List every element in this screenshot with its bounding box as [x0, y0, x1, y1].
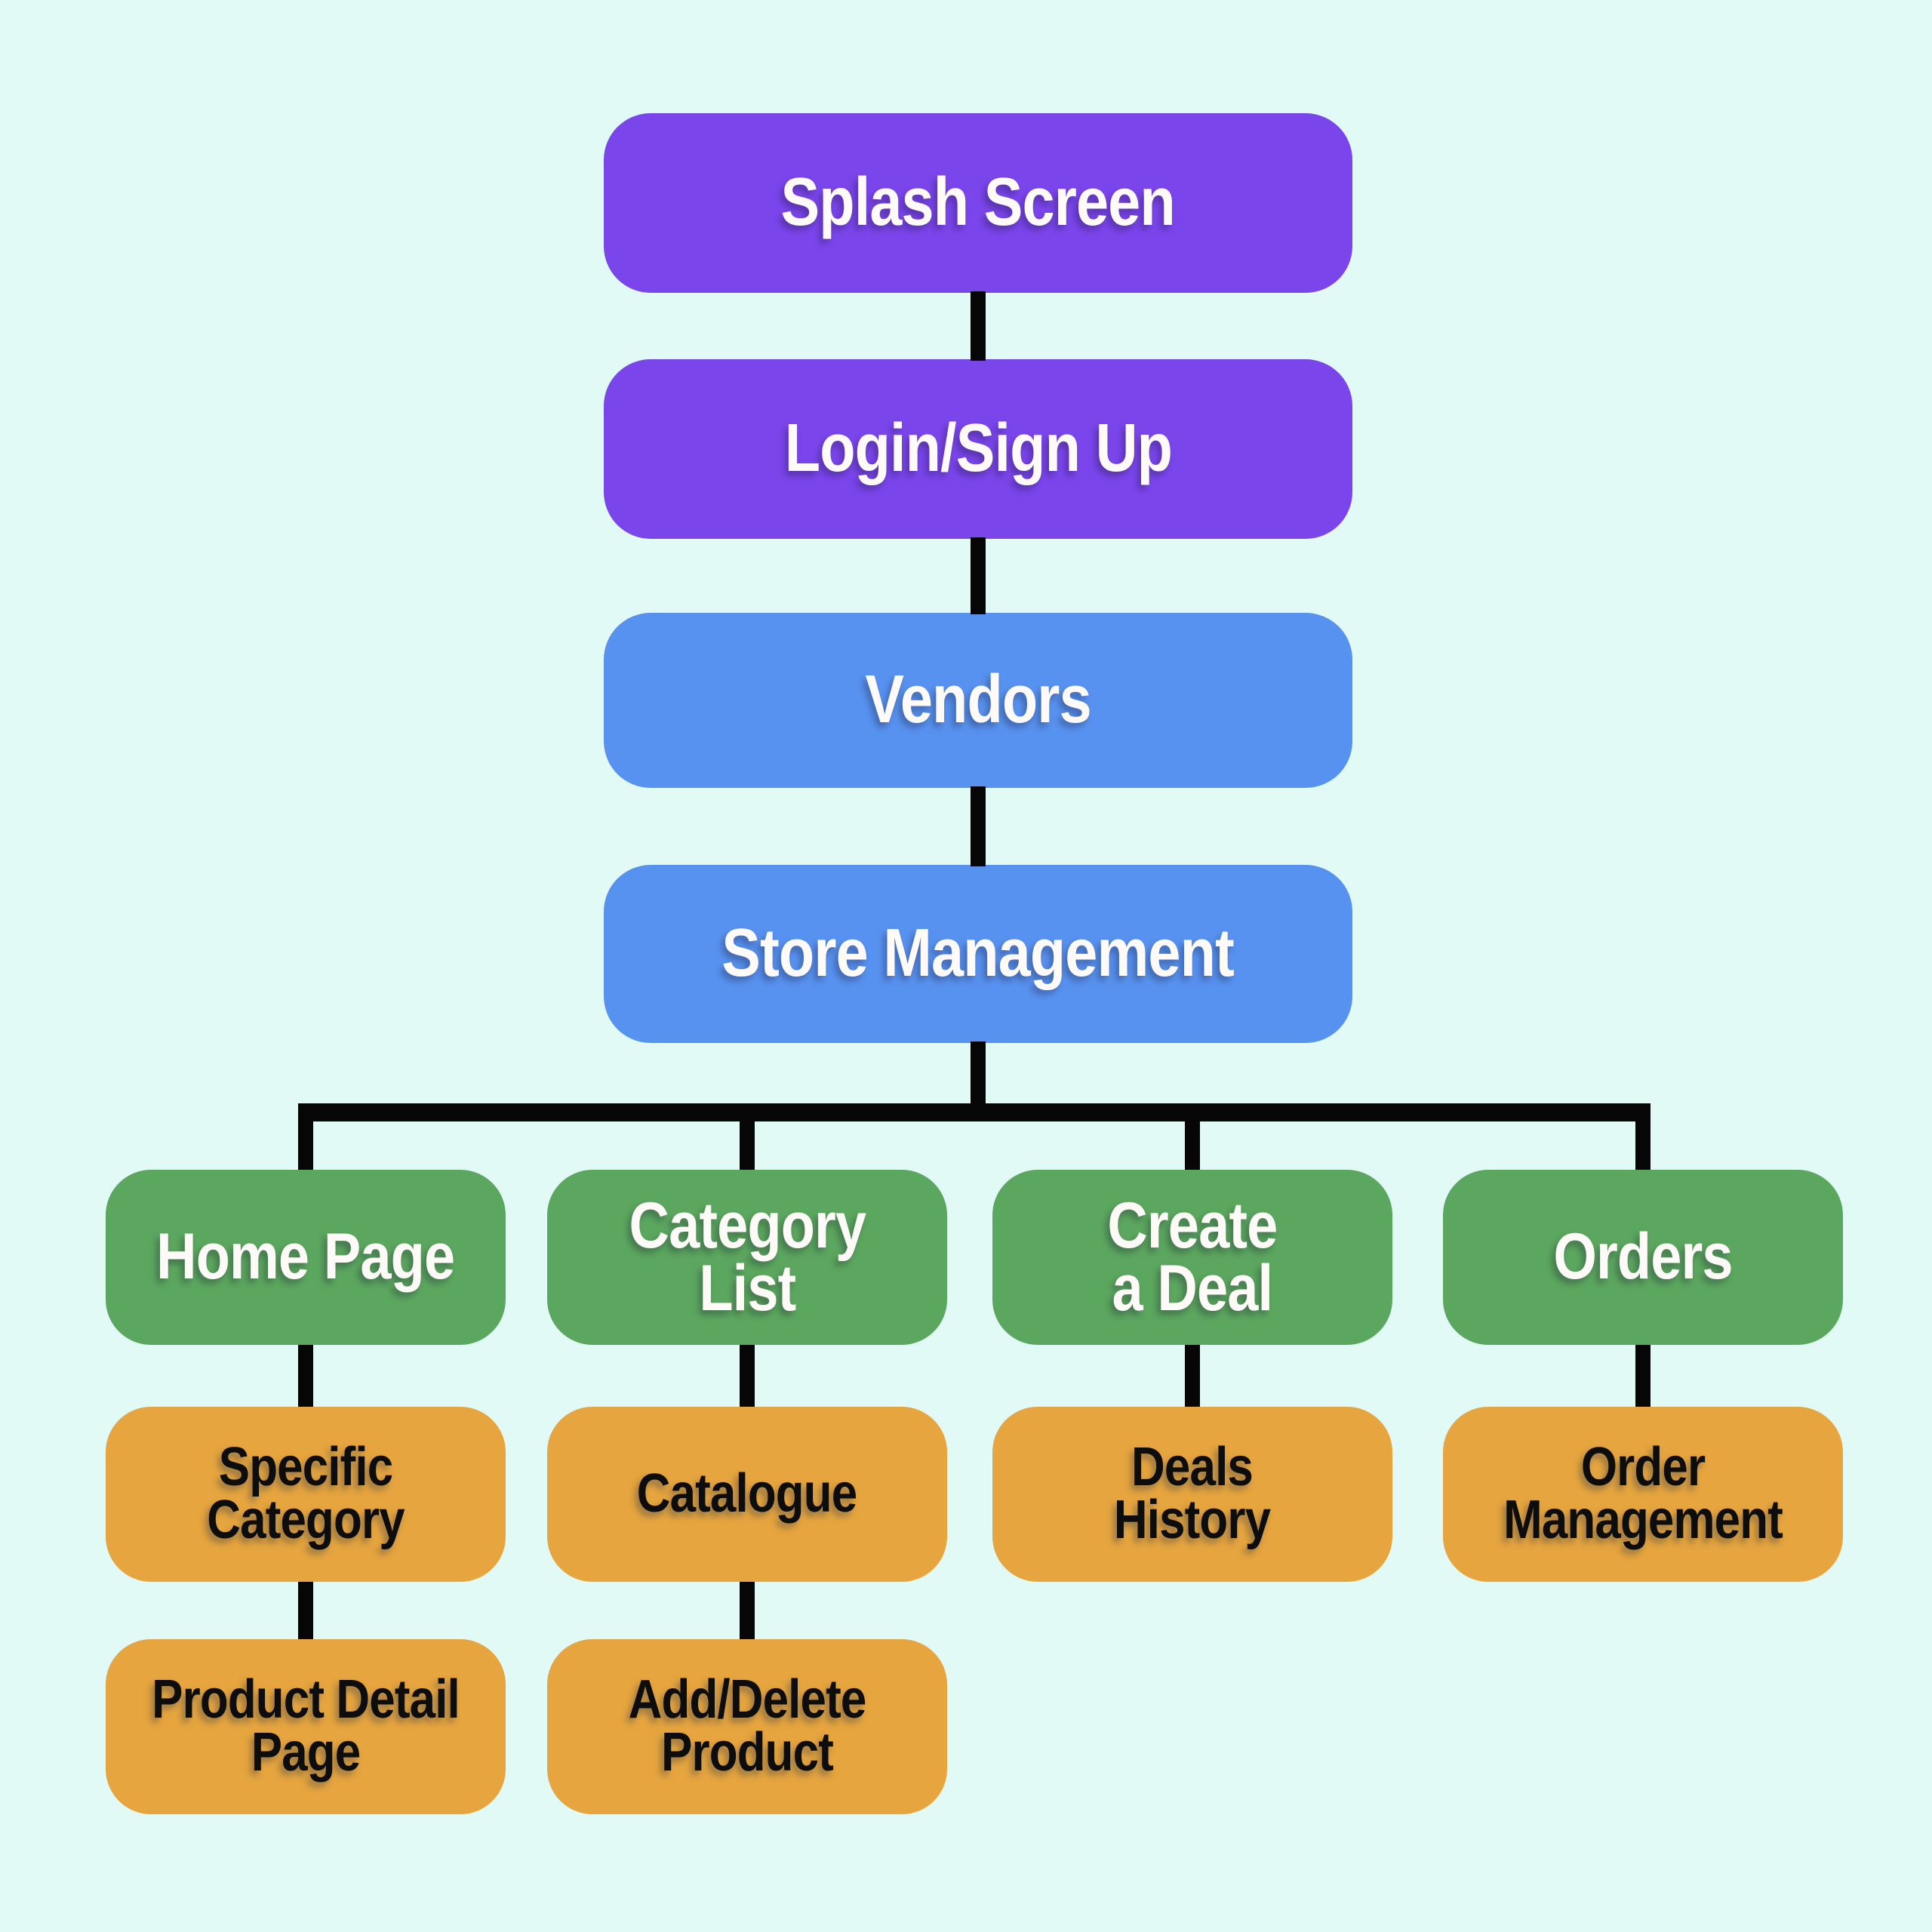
edge-bar-to-home — [298, 1120, 313, 1171]
edge-categorylist-to-catalogue — [740, 1345, 755, 1407]
node-label-line2: Category — [207, 1490, 405, 1550]
node-label: Splash Screen — [780, 165, 1176, 241]
node-label-line2: Product — [661, 1722, 834, 1783]
node-label-line1: Specific — [218, 1437, 393, 1498]
edge-catalogue-to-adddelete — [740, 1582, 755, 1639]
edge-branch-bar — [298, 1103, 1651, 1121]
edge-splash-to-login — [971, 291, 986, 361]
node-label: Vendors — [865, 662, 1091, 738]
edge-store-to-branchbar — [971, 1041, 986, 1105]
edge-createdeal-to-dealshistory — [1185, 1345, 1200, 1407]
node-store-management: Store Management — [604, 865, 1352, 1043]
node-label: Orders — [1553, 1220, 1733, 1294]
edge-vendors-to-store — [971, 786, 986, 866]
edge-bar-to-create-deal — [1185, 1120, 1200, 1171]
node-specific-category: Specific Category — [106, 1407, 506, 1582]
node-orders: Orders — [1443, 1170, 1843, 1345]
node-label: Home Page — [156, 1220, 455, 1294]
edge-bar-to-category-list — [740, 1120, 755, 1171]
node-label-line1: Order — [1580, 1437, 1706, 1498]
edge-bar-to-orders — [1635, 1120, 1651, 1171]
node-product-detail-page: Product Detail Page — [106, 1639, 506, 1814]
edge-home-to-specific-category — [298, 1345, 313, 1407]
node-label-line1: Add/Delete — [628, 1669, 867, 1730]
node-add-delete-product: Add/Delete Product — [547, 1639, 947, 1814]
edge-login-to-vendors — [971, 537, 986, 614]
node-label: Catalogue — [637, 1463, 857, 1524]
edge-specificcategory-to-productdetail — [298, 1582, 313, 1639]
node-splash-screen: Splash Screen — [604, 113, 1352, 293]
node-label: Store Management — [721, 915, 1235, 992]
node-login-signup: Login/Sign Up — [604, 359, 1352, 539]
node-label-line1: Category — [629, 1189, 866, 1262]
node-label-line2: Management — [1503, 1490, 1783, 1550]
node-home-page: Home Page — [106, 1170, 506, 1345]
node-label-line2: a Deal — [1112, 1252, 1274, 1324]
node-label-line1: Product Detail — [152, 1669, 460, 1730]
node-label-line2: List — [698, 1252, 796, 1324]
node-label: Login/Sign Up — [784, 411, 1172, 487]
node-deals-history: Deals History — [992, 1407, 1392, 1582]
node-create-a-deal: Create a Deal — [992, 1170, 1392, 1345]
node-label-line2: Page — [251, 1722, 361, 1783]
node-label-line1: Create — [1107, 1189, 1278, 1262]
edge-orders-to-ordermanagement — [1635, 1345, 1651, 1407]
node-label-line1: Deals — [1131, 1437, 1254, 1498]
node-label-line2: History — [1114, 1490, 1271, 1550]
node-vendors: Vendors — [604, 613, 1352, 788]
node-order-management: Order Management — [1443, 1407, 1843, 1582]
node-catalogue: Catalogue — [547, 1407, 947, 1582]
node-category-list: Category List — [547, 1170, 947, 1345]
